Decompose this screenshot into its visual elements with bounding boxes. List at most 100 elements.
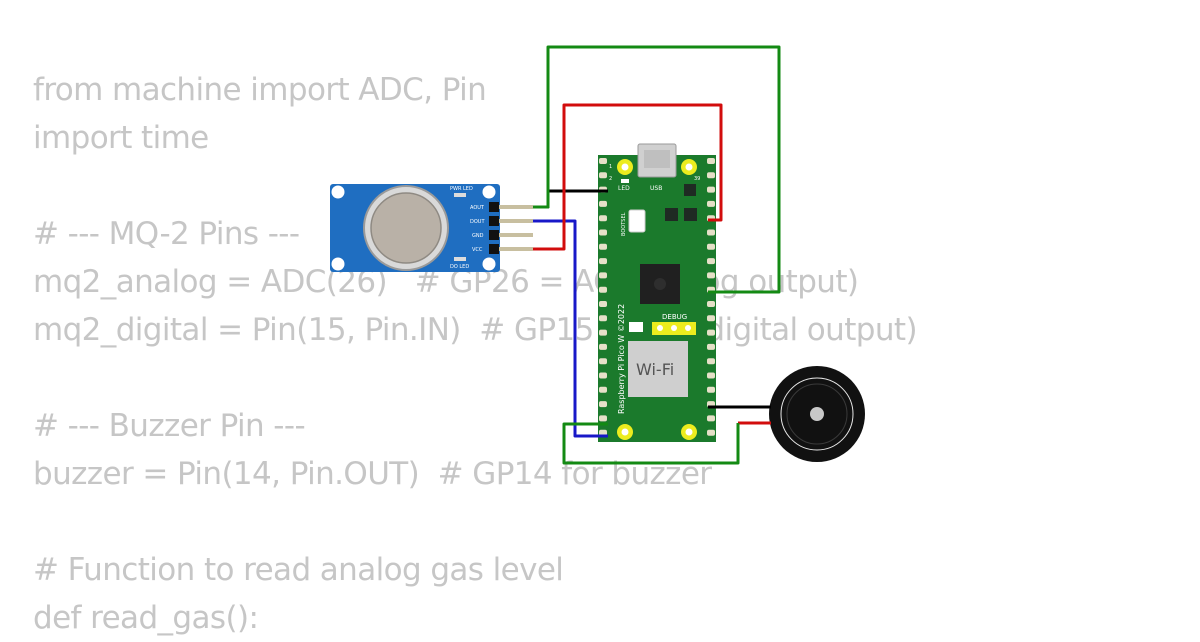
pwr-led bbox=[454, 193, 466, 197]
gpio-pin[interactable] bbox=[599, 272, 607, 279]
gpio-pin[interactable] bbox=[707, 186, 715, 193]
gpio-pin[interactable] bbox=[707, 329, 715, 336]
debug-label: DEBUG bbox=[662, 313, 687, 321]
wire-black-gnd[interactable] bbox=[533, 189, 608, 209]
pin-label-dout: DOUT bbox=[470, 219, 485, 225]
do-led bbox=[454, 257, 466, 261]
code-line: mq2_analog = ADC(26) # GP26 = AO (analog… bbox=[33, 264, 859, 300]
gpio-pin[interactable] bbox=[599, 315, 607, 322]
wire-green-aout[interactable] bbox=[533, 45, 781, 294]
gpio-pin[interactable] bbox=[707, 358, 715, 365]
mounting-hole bbox=[482, 185, 496, 199]
pin1-label: 1 bbox=[609, 164, 612, 170]
gpio-pin[interactable] bbox=[599, 258, 607, 265]
onboard-led bbox=[621, 179, 629, 183]
pin-label-vcc: VCC bbox=[472, 247, 483, 253]
code-line: import time bbox=[33, 120, 209, 156]
code-line: from machine import ADC, Pin bbox=[33, 72, 487, 108]
smd-component bbox=[684, 208, 697, 221]
pin-leg bbox=[499, 219, 533, 223]
mounting-hole bbox=[621, 163, 629, 171]
gpio-pin[interactable] bbox=[599, 229, 607, 236]
gpio-pin[interactable] bbox=[599, 401, 607, 408]
gpio-pin[interactable] bbox=[599, 415, 607, 422]
gpio-pin[interactable] bbox=[707, 243, 715, 250]
smd-component bbox=[684, 184, 696, 196]
mounting-hole bbox=[621, 428, 629, 436]
gpio-pin[interactable] bbox=[707, 272, 715, 279]
piezo-buzzer[interactable] bbox=[769, 366, 865, 462]
mounting-hole bbox=[685, 163, 693, 171]
gpio-pin[interactable] bbox=[707, 315, 715, 322]
usb-label: USB bbox=[650, 185, 662, 192]
code-line: # Function to read analog gas level bbox=[33, 552, 564, 588]
header-pin-dout[interactable] bbox=[489, 216, 499, 226]
pin-leg bbox=[499, 205, 533, 209]
mounting-hole bbox=[331, 185, 345, 199]
mq2-sensor-module[interactable]: PWR LED DO LED AOUT DOUT GND VCC bbox=[330, 184, 533, 272]
gpio-pin[interactable] bbox=[707, 200, 715, 207]
gpio-header-pins[interactable] bbox=[599, 158, 715, 436]
gpio-pin[interactable] bbox=[599, 358, 607, 365]
gpio-pin[interactable] bbox=[707, 258, 715, 265]
bootsel-button[interactable] bbox=[628, 209, 646, 233]
gpio-pin[interactable] bbox=[599, 172, 607, 179]
gpio-pin[interactable] bbox=[599, 215, 607, 222]
gpio-pin[interactable] bbox=[707, 343, 715, 350]
usb-port-inner bbox=[644, 150, 670, 168]
mounting-hole bbox=[685, 428, 693, 436]
header-pin-gnd[interactable] bbox=[489, 230, 499, 240]
code-line: # --- MQ-2 Pins --- bbox=[33, 216, 300, 252]
code-line: # --- Buzzer Pin --- bbox=[33, 408, 306, 444]
gpio-pin[interactable] bbox=[599, 429, 607, 436]
pico-w-board[interactable]: LED USB 1 2 39 BOOTSEL DEBUG Wi-Fi Raspb… bbox=[598, 143, 716, 442]
pin-leg bbox=[499, 233, 533, 237]
wifi-label: Wi-Fi bbox=[636, 360, 674, 379]
debug-pin bbox=[657, 325, 663, 331]
wire-blue-dout[interactable] bbox=[533, 219, 608, 438]
smd-component bbox=[665, 208, 678, 221]
gpio-pin[interactable] bbox=[599, 343, 607, 350]
debug-pin bbox=[671, 325, 677, 331]
gpio-pin[interactable] bbox=[707, 229, 715, 236]
gpio-pin[interactable] bbox=[707, 158, 715, 164]
pwr-led-label: PWR LED bbox=[450, 186, 473, 192]
buzzer-ring bbox=[780, 377, 854, 451]
header-pin-aout[interactable] bbox=[489, 202, 499, 212]
wire-red-vcc[interactable] bbox=[533, 103, 723, 251]
do-led-label: DO LED bbox=[450, 264, 469, 270]
gpio-pin[interactable] bbox=[707, 415, 715, 422]
gpio-pin[interactable] bbox=[707, 386, 715, 393]
pin39-label: 39 bbox=[694, 176, 700, 182]
board-name-label: Raspberry Pi Pico W ©2022 bbox=[617, 304, 626, 414]
gpio-pin[interactable] bbox=[707, 172, 715, 179]
gpio-pin[interactable] bbox=[599, 243, 607, 250]
gpio-pin[interactable] bbox=[599, 286, 607, 293]
buzzer-hole bbox=[810, 407, 824, 421]
gpio-pin[interactable] bbox=[599, 301, 607, 307]
gpio-pin[interactable] bbox=[707, 372, 715, 379]
gpio-pin[interactable] bbox=[599, 329, 607, 336]
gpio-pin[interactable] bbox=[599, 372, 607, 379]
buzzer-ring bbox=[786, 383, 848, 445]
gpio-pin[interactable] bbox=[599, 158, 607, 164]
pin-leg bbox=[499, 247, 533, 251]
wire-green-buzzer[interactable] bbox=[562, 422, 740, 465]
wires bbox=[533, 45, 781, 465]
gpio-pin[interactable] bbox=[707, 301, 715, 307]
small-pad bbox=[629, 322, 643, 332]
mounting-hole bbox=[331, 257, 345, 271]
pin2-label: 2 bbox=[609, 176, 612, 182]
mounting-hole bbox=[482, 257, 496, 271]
bootsel-label: BOOTSEL bbox=[621, 212, 627, 236]
gpio-pin[interactable] bbox=[599, 200, 607, 207]
gas-sensor-mesh bbox=[370, 192, 442, 264]
gpio-pin[interactable] bbox=[599, 386, 607, 393]
debug-pin bbox=[685, 325, 691, 331]
header-pin-vcc[interactable] bbox=[489, 244, 499, 254]
code-listing: from machine import ADC, Pin import time #… bbox=[33, 66, 918, 642]
led-label: LED bbox=[618, 185, 630, 192]
gpio-pin[interactable] bbox=[707, 429, 715, 436]
rp2040-logo bbox=[654, 278, 666, 290]
